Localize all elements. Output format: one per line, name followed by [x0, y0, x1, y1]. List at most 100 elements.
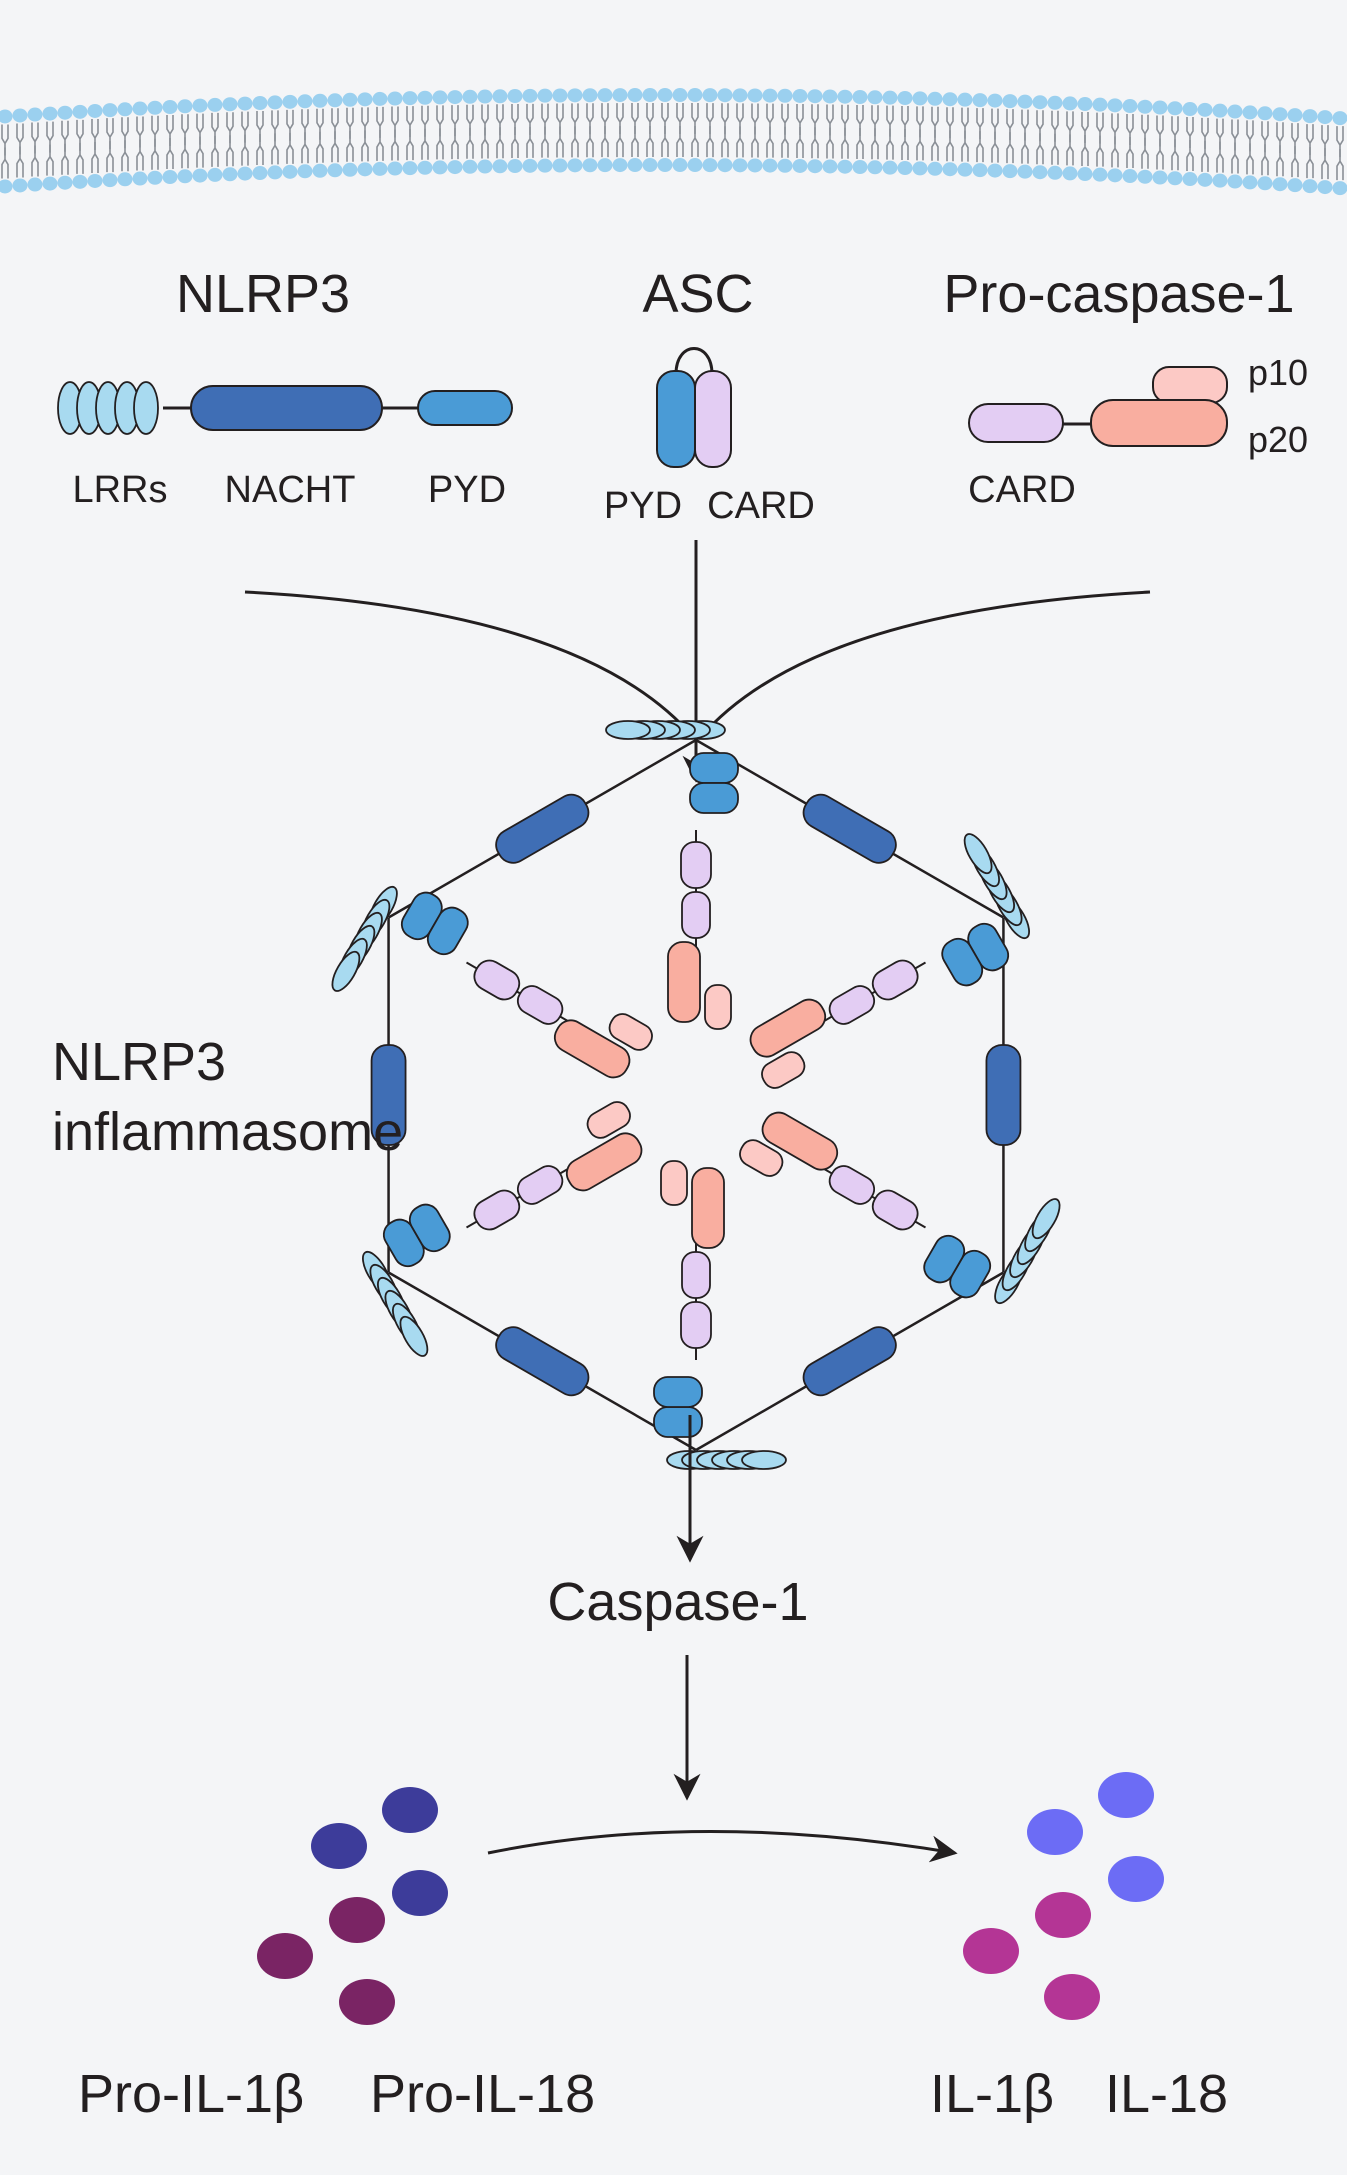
lipid-head — [1032, 165, 1048, 180]
lipid-head — [117, 172, 133, 187]
nacht-domain — [985, 1044, 1022, 1146]
lipid-head — [1302, 109, 1318, 124]
lipid-head — [822, 89, 838, 104]
cell-membrane — [0, 88, 1347, 196]
asc-card-domain — [473, 1189, 521, 1231]
lipid-head — [1077, 97, 1093, 112]
asc-pyd-label: PYD — [604, 485, 682, 527]
lipid-head — [42, 106, 58, 121]
lipid-head — [327, 93, 343, 108]
lipid-head — [687, 88, 703, 103]
lipid-head — [972, 93, 988, 108]
lipid-head — [762, 158, 778, 173]
p10-label: p10 — [1248, 352, 1308, 393]
lipid-head — [252, 166, 268, 180]
lipid-head — [327, 163, 343, 178]
pyd-domain-icon — [417, 390, 513, 426]
nlrp3-pyd-domain — [408, 1203, 451, 1253]
lipid-head — [1062, 96, 1078, 111]
lipid-head — [282, 94, 298, 109]
lipid-head — [57, 105, 73, 120]
lipid-head — [222, 167, 238, 182]
procaspase-domain-structure — [968, 366, 1228, 447]
asc-pyd-icon — [656, 370, 696, 468]
lipid-head — [387, 91, 403, 106]
lipid-head — [612, 158, 628, 173]
nlrp3-title: NLRP3 — [176, 264, 350, 324]
lrr-domain — [963, 833, 993, 875]
lipid-head — [642, 88, 658, 103]
lipid-head — [912, 161, 928, 176]
lipid-head — [1092, 167, 1108, 182]
lipid-head — [717, 158, 733, 173]
assembly-arrows — [244, 540, 1151, 783]
lipid-head — [627, 158, 643, 173]
caspase-card-domain — [681, 1251, 711, 1299]
procasp-card-icon — [968, 403, 1064, 443]
lipid-head — [147, 100, 163, 115]
caspase1-label: Caspase-1 — [547, 1572, 808, 1632]
asc-card-label: CARD — [707, 485, 815, 527]
pro-il18-molecule — [329, 1897, 385, 1943]
lipid-head — [1137, 169, 1153, 184]
inflammasome-label-line1: NLRP3 — [52, 1032, 226, 1092]
nlrp3-pyd-domain — [689, 782, 739, 814]
lipid-head — [867, 90, 883, 105]
lipid-head — [927, 91, 943, 106]
lipid-head — [717, 88, 733, 103]
p20-domain — [667, 941, 701, 1023]
p10-domain — [660, 1160, 688, 1206]
lrr-domain — [331, 950, 361, 992]
lipid-head — [882, 160, 898, 175]
lipid-head — [1287, 178, 1303, 193]
lipid-head — [432, 90, 448, 105]
lipid-head — [27, 107, 43, 122]
lipid-head — [282, 164, 298, 179]
lipid-head — [627, 88, 643, 103]
lipid-head — [342, 162, 358, 177]
asc-card-domain — [871, 959, 919, 1001]
p10-domain — [586, 1101, 631, 1139]
lipid-head — [747, 158, 763, 173]
lipid-head — [1107, 98, 1123, 113]
lipid-head — [552, 88, 568, 103]
lipid-head — [537, 88, 553, 103]
nacht-domain — [802, 793, 897, 864]
nlrp3-pyd-domain — [653, 1376, 703, 1408]
lipid-head — [957, 92, 973, 107]
lipid-head — [1107, 168, 1123, 183]
lipid-head — [357, 162, 373, 177]
p20-icon — [1090, 399, 1228, 447]
lipid-head — [87, 173, 103, 188]
lipid-head — [1302, 179, 1318, 194]
lipid-head — [1242, 175, 1258, 190]
inflammasome-label-line2: inflammasome — [52, 1102, 403, 1162]
p20-domain — [565, 1132, 643, 1192]
lipid-head — [567, 158, 583, 173]
lipid-head — [792, 158, 808, 173]
lipid-head — [687, 158, 703, 173]
il1b-molecule — [1108, 1856, 1164, 1902]
lipid-head — [777, 88, 793, 103]
nlrp3-domain-structure — [57, 381, 513, 435]
il18-label: IL-18 — [1105, 2064, 1228, 2124]
p20-domain — [553, 1019, 631, 1079]
lipid-head — [657, 158, 673, 173]
lipid-head — [1317, 180, 1333, 195]
lipid-head — [1017, 94, 1033, 109]
pro-il18-molecule — [339, 1979, 395, 2025]
lipid-head — [1227, 104, 1243, 119]
nlrp3-pyd-domain — [923, 1234, 966, 1284]
lipid-head — [1062, 166, 1078, 181]
lipid-head — [222, 97, 238, 112]
lipid-head — [312, 93, 328, 108]
p10-domain — [704, 984, 732, 1030]
lrr-domain-icon — [57, 381, 159, 435]
lipid-head — [1317, 110, 1333, 125]
lipid-head — [1227, 174, 1243, 189]
il1b-molecule — [1027, 1809, 1083, 1855]
p10-icon — [1152, 366, 1228, 404]
nlrp3-pyd-domain — [426, 906, 469, 956]
p10-domain — [608, 1013, 653, 1051]
